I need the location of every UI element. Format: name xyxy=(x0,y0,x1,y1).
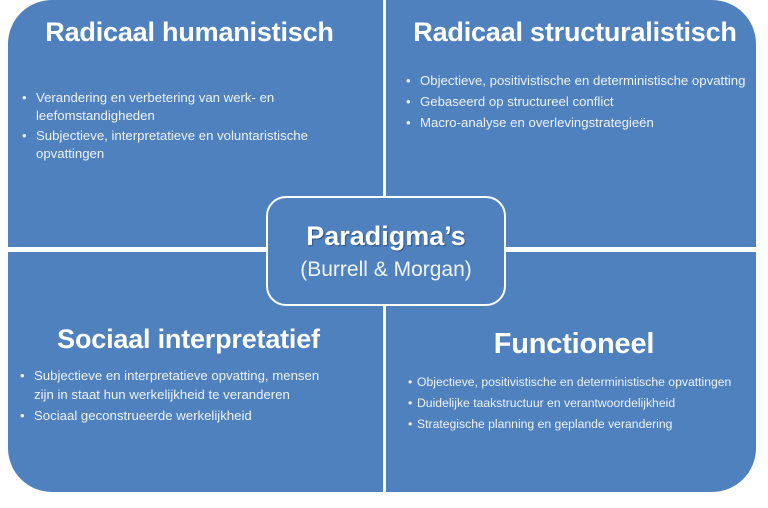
bullet-dot-icon: • xyxy=(22,128,27,144)
paradigm-matrix: Radicaal humanistisch • Verandering en v… xyxy=(8,0,756,492)
bullet-list-top-left: • Verandering en verbetering van werk- e… xyxy=(22,89,322,162)
bullet-dot-icon: • xyxy=(406,73,411,89)
quadrant-title-bottom-left: Sociaal interpretatief xyxy=(57,324,320,354)
center-subtitle: (Burrell & Morgan) xyxy=(300,257,472,281)
quadrant-functioneel[interactable]: Functioneel • Objectieve, positivistisch… xyxy=(386,252,756,492)
list-item: • Sociaal geconstrueerde werkelijkheid xyxy=(20,407,332,425)
list-item: • Strategische planning en geplande vera… xyxy=(408,416,738,433)
bullet-dot-icon: • xyxy=(406,94,411,110)
list-item-text: Gebaseerd op structureel conflict xyxy=(420,94,614,110)
quadrant-radicaal-humanistisch[interactable]: Radicaal humanistisch • Verandering en v… xyxy=(8,0,383,247)
bullet-list-bottom-right: • Objectieve, positivistische en determi… xyxy=(408,374,738,432)
list-item-text: Duidelijke taakstructuur en verantwoorde… xyxy=(417,396,676,411)
quadrant-title-top-left: Radicaal humanistisch xyxy=(45,17,334,47)
list-item-text: Macro-analyse en overlevingstrategieën xyxy=(420,114,654,130)
list-item: • Verandering en verbetering van werk- e… xyxy=(22,89,322,124)
list-item: • Gebaseerd op structureel conflict xyxy=(406,93,751,111)
list-item-text: Verandering en verbetering van werk- en … xyxy=(36,90,275,123)
list-item-text: Sociaal geconstrueerde werkelijkheid xyxy=(34,408,252,424)
list-item: • Duidelijke taakstructuur en verantwoor… xyxy=(408,395,738,412)
list-item-text: Subjectieve en interpretatieve opvatting… xyxy=(34,368,320,402)
list-item: • Subjectieve, interpretatieve en volunt… xyxy=(22,127,322,162)
bullet-list-bottom-left: • Subjectieve en interpretatieve opvatti… xyxy=(20,367,332,425)
list-item: • Objectieve, positivistische en determi… xyxy=(408,374,738,391)
list-item-text: Subjectieve, interpretatieve en voluntar… xyxy=(36,128,308,161)
bullet-dot-icon: • xyxy=(406,114,411,130)
bullet-dot-icon: • xyxy=(408,416,413,431)
bullet-dot-icon: • xyxy=(20,408,25,424)
bullet-dot-icon: • xyxy=(22,90,27,106)
list-item: • Objectieve, positivistische en determi… xyxy=(406,72,751,90)
quadrant-radicaal-structuralistisch[interactable]: Radicaal structuralistisch • Objectieve,… xyxy=(386,0,756,247)
center-title: Paradigma’s xyxy=(306,220,466,251)
list-item-text: Objectieve, positivistische en determini… xyxy=(417,375,732,390)
list-item: • Subjectieve en interpretatieve opvatti… xyxy=(20,367,332,404)
quadrant-title-top-right: Radicaal structuralistisch xyxy=(413,17,737,47)
bullet-dot-icon: • xyxy=(408,396,413,411)
center-callout[interactable]: Paradigma’s (Burrell & Morgan) xyxy=(266,196,506,306)
quadrant-sociaal-interpretatief[interactable]: Sociaal interpretatief • Subjectieve en … xyxy=(8,252,383,492)
bullet-dot-icon: • xyxy=(20,368,25,384)
list-item-text: Objectieve, positivistische en determini… xyxy=(420,73,746,89)
bullet-dot-icon: • xyxy=(408,375,413,390)
list-item-text: Strategische planning en geplande verand… xyxy=(417,416,673,431)
list-item: • Macro-analyse en overlevingstrategieën xyxy=(406,114,751,132)
quadrant-title-bottom-right: Functioneel xyxy=(493,328,655,360)
bullet-list-top-right: • Objectieve, positivistische en determi… xyxy=(406,72,751,131)
